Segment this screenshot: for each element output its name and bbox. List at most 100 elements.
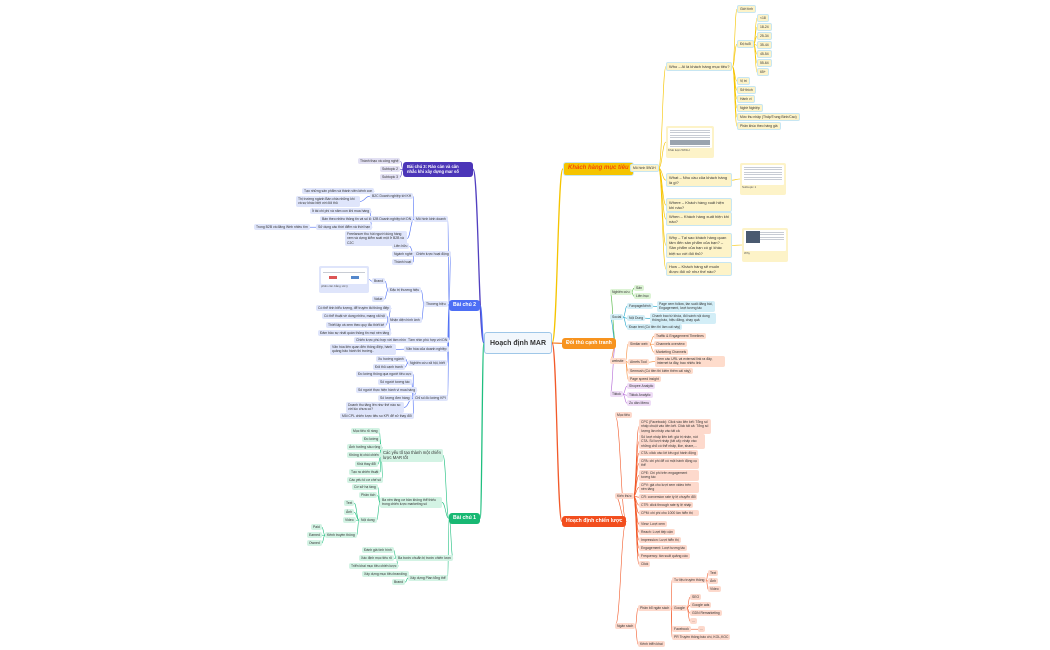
node-who[interactable]: Who – Ai là khách hàng mục tiêu? [666, 62, 733, 72]
node[interactable]: Kênh truyền thông [325, 532, 357, 539]
node[interactable]: Cơ sở hạ tầng [352, 484, 378, 491]
node[interactable]: Reach: Lượt tiếp cận [639, 529, 675, 536]
node[interactable]: Phân tích [359, 492, 378, 499]
node[interactable]: Nội Dung [627, 315, 646, 322]
node[interactable]: Các yếu tố cơ chế số [347, 477, 384, 484]
node[interactable]: Mô hình kinh doanh [414, 216, 448, 223]
node-knowledge[interactable]: Kiến thức [615, 493, 634, 500]
node-kpi[interactable]: Chỉ số đo lường KPI [413, 395, 448, 402]
node[interactable]: Có thể tinh biểu tượng, để truyền tải th… [316, 305, 392, 312]
node[interactable]: Text [344, 500, 355, 507]
node-why[interactable]: Why – Tại sao khách hàng quan tâm đến sả… [666, 233, 732, 258]
node[interactable]: Số lượng đơn hàng [378, 395, 412, 402]
node[interactable]: 45-54 [757, 50, 772, 59]
image-card-why[interactable]: Why [742, 228, 788, 262]
node-what[interactable]: What – Nhu cầu của khách hàng là gì? [666, 173, 732, 188]
node[interactable]: Các yếu tố tạo thành một chiến lược MAR … [381, 449, 443, 462]
node[interactable]: Đo lường thông qua người tiêu cực [356, 371, 414, 378]
node[interactable]: Nghiên cứu xã hội, biết [408, 360, 447, 367]
node-website[interactable]: website [610, 358, 626, 365]
node[interactable]: Xây dựng mục tiêu branding [362, 571, 409, 578]
node[interactable]: Trong B2B và đăng Web nhiều tìm [254, 224, 310, 231]
node[interactable]: Semrush (Có tiền thì kiếm thêm cái này) [628, 368, 693, 375]
node[interactable]: 35-44 [757, 41, 772, 50]
node[interactable]: Mục tiêu [615, 412, 632, 419]
node[interactable]: Có thể thuật về dung nhiều, mạng xã hội [322, 313, 388, 320]
node[interactable]: 18-24 [757, 23, 772, 32]
node[interactable]: Video [708, 586, 721, 593]
node[interactable]: Triển khai mục tiêu chiến lược [349, 563, 399, 570]
node[interactable]: Vị trí [737, 77, 750, 86]
node[interactable]: GDN Remarketing [690, 610, 722, 617]
node[interactable]: Xem các URL và external link ra đây, int… [655, 356, 725, 367]
node-5w1h[interactable]: Mô hình 5W1H [630, 164, 659, 173]
node[interactable]: Traffic & Engagement Timelines [654, 333, 706, 340]
node[interactable]: Văn hóa liên quan đến thông điệp, hành q… [330, 344, 396, 355]
node[interactable]: Nghề Nghiệp [737, 104, 763, 113]
node[interactable]: Sở thích [737, 86, 756, 95]
node[interactable]: Sản [634, 285, 645, 292]
node[interactable]: PR Truyền thông báo chí, KOL,KOC [672, 634, 731, 641]
node[interactable]: Kênh triển khai [638, 641, 665, 648]
image-card-scale[interactable]: phần cân bằng xã lý [319, 266, 369, 293]
node[interactable]: Shopee Analytic [627, 383, 656, 390]
node[interactable]: Tư liệu truyền thông [672, 577, 707, 584]
node[interactable]: Liên hữu [392, 243, 410, 250]
node[interactable]: Page speed insight [628, 376, 661, 383]
node[interactable]: CTR: click through rate tỷ lệ nhấp [639, 502, 694, 509]
node[interactable]: Ba bước chuẩn bị trước chiến lược [396, 555, 454, 562]
node[interactable]: Marketing Channels [654, 349, 689, 356]
node[interactable]: CTA: click vào lời kêu gọi hành động [639, 450, 698, 457]
topic-target-customer[interactable]: Khách hàng mục tiêu [563, 162, 634, 176]
node[interactable]: 55-64 [757, 59, 772, 68]
node[interactable]: Văn hóa của doanh nghiệp [404, 346, 449, 353]
node[interactable]: Chanh bao từ khóa, đối sánh nội dung thô… [650, 313, 716, 324]
node[interactable]: Click [639, 561, 651, 568]
node[interactable]: Bán theo nhiều thông tin và số lô [320, 216, 374, 223]
node[interactable]: Google ads [690, 602, 712, 609]
node[interactable]: Sử dụng các thời điểm và thời hạn [316, 224, 373, 231]
node[interactable]: Ảnh hưởng sâu rộng [347, 444, 383, 451]
node[interactable]: Google [672, 605, 687, 612]
node[interactable]: 65+ [757, 68, 769, 77]
node[interactable]: Nội dung [359, 517, 377, 524]
node[interactable]: Ngành nghề [392, 251, 415, 258]
node[interactable]: CR: conversion rate tỷ lệ chuyển đổi [639, 494, 698, 501]
node[interactable]: Chiến lược phù hợp với tầm nhìn [354, 337, 409, 344]
node[interactable]: Facebook [672, 626, 691, 633]
node[interactable]: CPM: chi phí cho 1000 lần hiển thị [639, 510, 699, 517]
node[interactable]: CPV: giá cho lượt xem video trên nền tản… [639, 482, 699, 493]
node[interactable]: Doanh thu tăng lên như thế nào so với lú… [346, 402, 404, 413]
node[interactable]: Nhận diện hình ảnh [388, 317, 422, 324]
node[interactable]: Text [708, 570, 719, 577]
node[interactable]: Paid [311, 524, 322, 531]
topic-competitors[interactable]: Đối thủ cạnh tranh [562, 338, 616, 349]
node[interactable]: Mỗi CPL chiến lược tiêu so KPI để xử tha… [340, 413, 414, 420]
node[interactable]: Không bị chồi chiến [347, 452, 381, 459]
node[interactable]: Impression: Lượt hiển thị [639, 537, 681, 544]
node[interactable]: Số người thực hiện hành vi mua hàng [356, 387, 418, 394]
node[interactable]: View: Lượt xem [639, 521, 667, 528]
node[interactable]: Xu hướng ngành [376, 356, 406, 363]
node-when[interactable]: When – Khách hàng xuất hiện khi nào? [666, 212, 732, 227]
node[interactable]: Freelancer thu hút người dùng hàng xem v… [345, 231, 407, 247]
node[interactable]: Mức thu nhập (Thấp/Trung Bình/Cao) [737, 113, 800, 122]
node[interactable]: <18 [757, 14, 769, 23]
node[interactable]: Similar web [628, 341, 650, 348]
node[interactable]: ... [690, 618, 697, 625]
node[interactable]: Đặc trị thương hiệu [388, 287, 422, 294]
node[interactable]: Thành thạo và công nghệ [358, 158, 401, 165]
node[interactable]: Zu dân Menu [627, 400, 651, 407]
node-social[interactable]: Social [610, 314, 624, 321]
node[interactable]: Số người tương tác [378, 379, 412, 386]
node-brand[interactable]: Thương hiệu [424, 301, 448, 308]
node[interactable]: Tầm nhìn phù hợp với DN [406, 337, 450, 344]
node[interactable]: CPA: chi phí để có một hành động cụ thể [639, 458, 699, 469]
node[interactable]: Xây dựng Plan tổng thể [408, 575, 448, 582]
node[interactable]: Channels overview [654, 341, 687, 348]
node[interactable]: Xác định mục tiêu rõ [359, 555, 394, 562]
topic-lesson-3[interactable]: Bài chú 3: Rào cản và cân nhắc khi xây d… [403, 162, 473, 177]
node[interactable]: Video [343, 517, 356, 524]
node[interactable]: Engagement: Lượt tương tác [639, 545, 688, 552]
node[interactable]: Subtopic 2 [380, 166, 401, 173]
